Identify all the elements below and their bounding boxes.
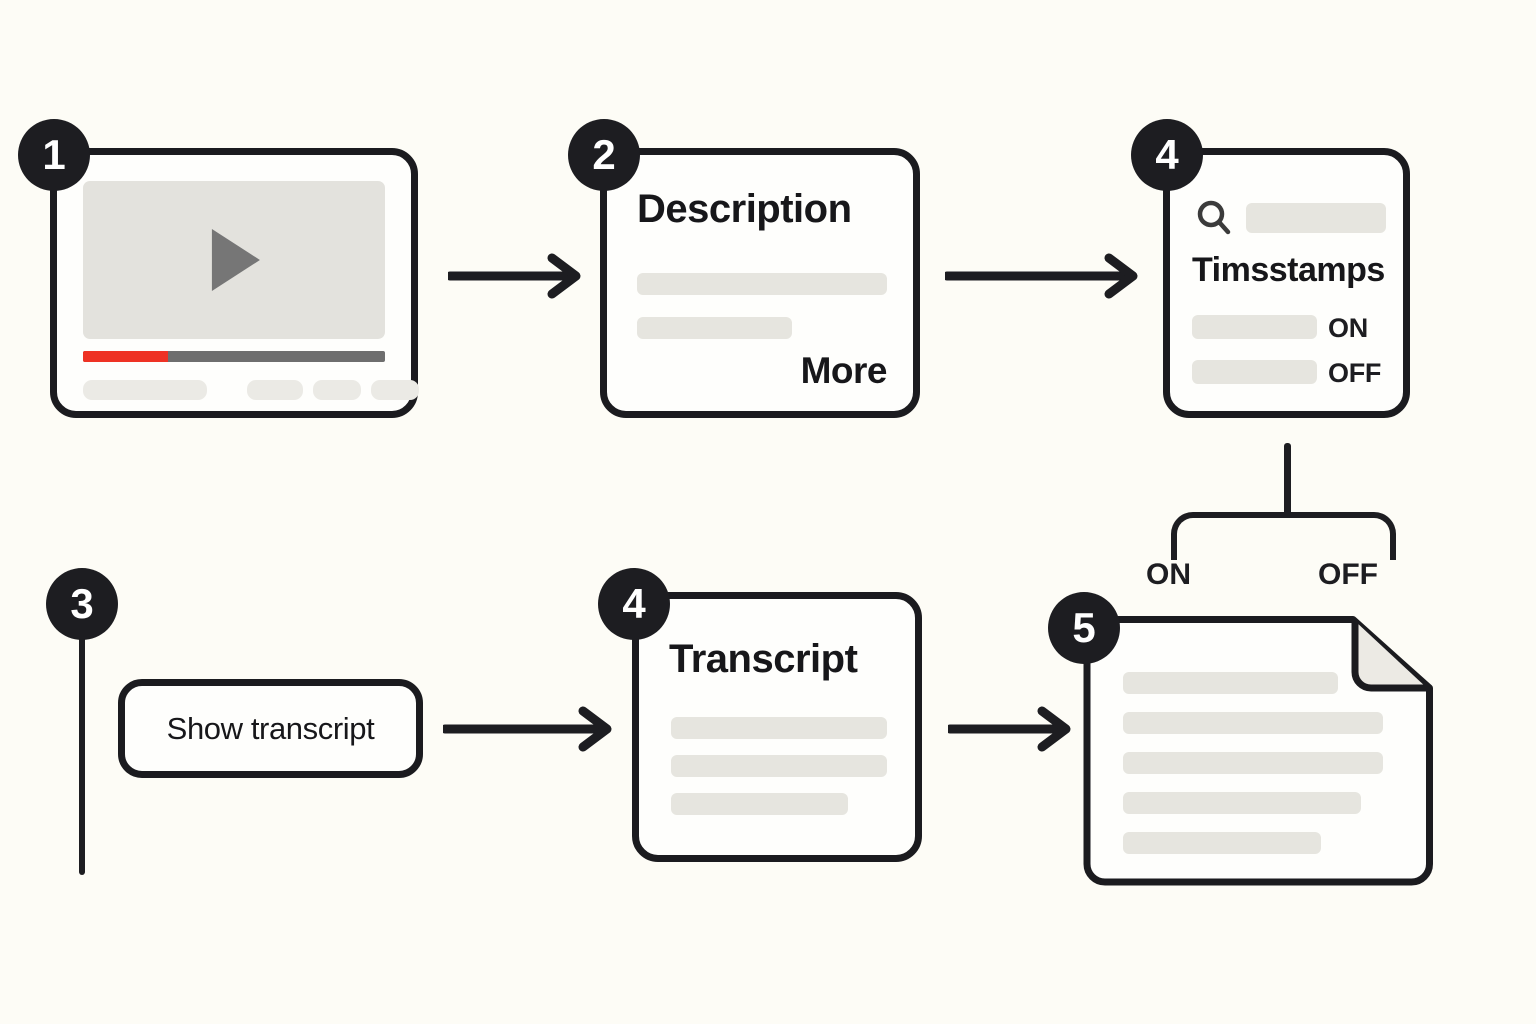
branch-label-on: ON <box>1146 558 1191 591</box>
arrow-button-to-transcript <box>443 705 628 753</box>
transcript-line-2 <box>671 755 887 777</box>
step-badge-4-bottom: 4 <box>598 568 670 640</box>
timestamps-row-1-bar[interactable] <box>1192 315 1317 339</box>
timestamps-row-2-label[interactable]: OFF <box>1328 358 1382 388</box>
step-3-pin-line <box>79 630 85 875</box>
step-badge-4-top: 4 <box>1131 119 1203 191</box>
transcript-title: Transcript <box>669 637 858 681</box>
branch-stem <box>1284 443 1291 518</box>
timestamps-row-1-label[interactable]: ON <box>1328 313 1368 343</box>
player-chip-b <box>313 380 361 400</box>
timestamps-row-2-bar[interactable] <box>1192 360 1317 384</box>
branch-fork <box>1171 512 1396 560</box>
description-title: Description <box>637 187 852 231</box>
description-line-2 <box>637 317 792 339</box>
document-card[interactable] <box>1083 616 1433 886</box>
timestamps-title: Timsstamps <box>1192 251 1385 289</box>
step-badge-2: 2 <box>568 119 640 191</box>
show-transcript-label: Show transcript <box>166 710 375 746</box>
branch-label-off: OFF <box>1318 558 1378 591</box>
video-screen <box>83 181 385 339</box>
arrow-description-to-timestamps <box>945 252 1155 300</box>
more-button[interactable]: More <box>800 350 888 391</box>
transcript-card[interactable]: Transcript <box>632 592 922 862</box>
player-chip-c <box>371 380 419 400</box>
magnifier-icon[interactable] <box>1196 199 1232 242</box>
player-chip-title <box>83 380 207 400</box>
step-badge-1: 1 <box>18 119 90 191</box>
timestamps-card[interactable]: Timsstamps ON OFF <box>1163 148 1410 418</box>
player-chip-a <box>247 380 303 400</box>
video-progress-fill <box>83 351 168 362</box>
step-badge-5: 5 <box>1048 592 1120 664</box>
transcript-line-3 <box>671 793 848 815</box>
arrow-transcript-to-document <box>948 705 1088 753</box>
video-progress-track[interactable] <box>83 351 385 362</box>
show-transcript-button[interactable]: Show transcript <box>118 679 423 778</box>
video-player-card[interactable] <box>50 148 419 418</box>
transcript-line-1 <box>671 717 887 739</box>
step-badge-3: 3 <box>46 568 118 640</box>
description-line-1 <box>637 273 887 295</box>
timestamps-search-input[interactable] <box>1246 203 1386 233</box>
arrow-video-to-description <box>448 252 588 300</box>
description-card[interactable]: Description More <box>600 148 920 418</box>
play-triangle-icon[interactable] <box>211 229 260 291</box>
